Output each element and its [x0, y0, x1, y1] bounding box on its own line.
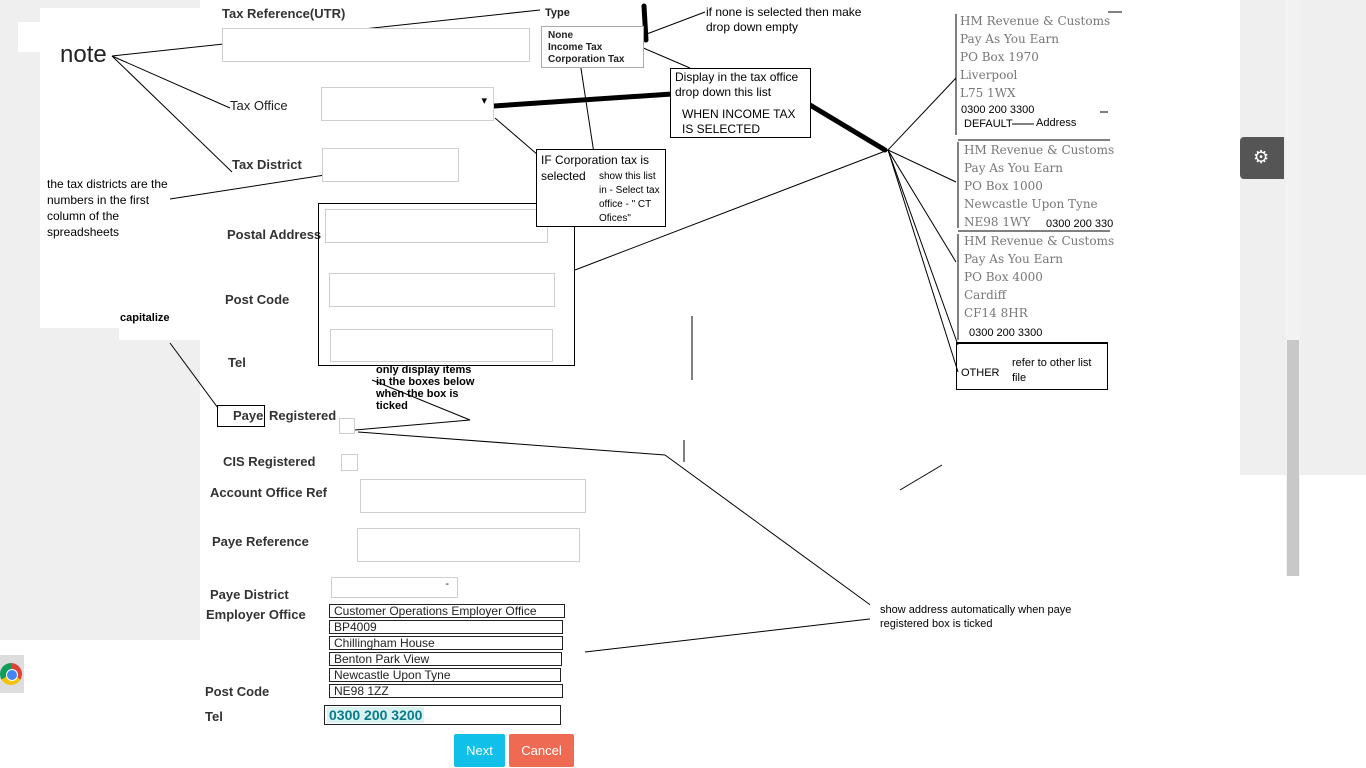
settings-button[interactable]: ⚙: [1240, 137, 1284, 179]
note-label: note: [60, 41, 107, 68]
display-list-box: Display in the tax office drop down this…: [670, 68, 811, 138]
chevron-down-icon: ▾: [481, 95, 487, 107]
employer-line-5: Newcastle Upon Tyne: [329, 668, 561, 682]
chrome-icon[interactable]: [0, 655, 24, 693]
type-title: Type: [545, 7, 570, 19]
tel-label: Tel: [228, 355, 246, 370]
employer-line-1: Customer Operations Employer Office: [329, 604, 565, 618]
paye-registered-label: Paye Registered: [217, 405, 336, 427]
post-code-label: Post Code: [225, 292, 290, 307]
account-office-ref-label: Account Office Ref: [210, 485, 328, 500]
right-white-area: [1240, 475, 1280, 575]
employer-post-code: NE98 1ZZ: [329, 684, 563, 698]
employer-tel-label: Tel: [205, 709, 223, 724]
tax-office-select[interactable]: ▾: [321, 87, 494, 121]
postal-address-box-outline: [318, 203, 575, 366]
type-box: None Income Tax Corporation Tax: [541, 26, 644, 68]
type-option-income[interactable]: Income Tax: [548, 42, 603, 53]
scrollbar-thumb[interactable]: [1287, 340, 1299, 576]
employer-tel: 0300 200 3200: [327, 707, 425, 723]
employer-office-label: Employer Office: [206, 607, 306, 622]
type-option-none[interactable]: None: [548, 30, 573, 41]
paye-reference-input[interactable]: [357, 528, 580, 562]
cis-registered-label: CIS Registered: [223, 454, 316, 469]
tax-reference-label: Tax Reference(UTR): [222, 6, 346, 21]
paye-reference-label: Paye Reference: [212, 534, 309, 549]
account-office-ref-input[interactable]: [360, 479, 586, 513]
if-corporation-box: IF Corporation tax is selected show this…: [536, 149, 666, 227]
tel-input[interactable]: [330, 329, 553, 362]
employer-line-2: BP4009: [329, 620, 563, 634]
postal-address-input[interactable]: [325, 209, 548, 243]
tax-district-label: Tax District: [232, 157, 302, 172]
capitalize-note: capitalize: [120, 312, 170, 324]
employer-line-4: Benton Park View: [329, 652, 562, 666]
postal-address-label: Postal Address: [227, 227, 322, 242]
paye-district-input[interactable]: -: [331, 577, 458, 598]
paye-label-rest: Registered: [265, 408, 337, 423]
post-code-input[interactable]: [329, 273, 555, 307]
gear-icon: ⚙: [1253, 147, 1270, 168]
show-address-note-bg: [870, 600, 1078, 700]
default-label: DEFAULT: [964, 118, 1013, 130]
other-label[interactable]: OTHER: [961, 367, 1000, 379]
tax-office-label: Tax Office: [230, 98, 288, 113]
capitalize-note-bg: [119, 312, 209, 340]
office-1-tel: 0300 200 3300: [961, 104, 1035, 116]
paye-boxed-label: Paye: [217, 405, 266, 427]
paye-district-dash: -: [445, 578, 449, 590]
right-gray-panel: [1240, 0, 1366, 475]
office-3-tel: 0300 200 3300: [969, 327, 1043, 339]
address-label: Address: [1036, 117, 1077, 129]
paye-district-label: Paye District: [210, 587, 289, 602]
tax-district-input[interactable]: [322, 148, 459, 182]
cis-registered-checkbox[interactable]: [341, 454, 358, 471]
employer-line-3: Chillingham House: [329, 636, 563, 650]
cancel-button[interactable]: Cancel: [509, 734, 574, 767]
employer-tel-box: 0300 200 3200: [324, 705, 561, 725]
bottom-white-area: [22, 640, 202, 768]
next-button[interactable]: Next: [454, 734, 505, 767]
type-option-corporation[interactable]: Corporation Tax: [548, 54, 625, 65]
tax-reference-input[interactable]: [222, 28, 530, 62]
employer-post-code-label: Post Code: [205, 684, 270, 699]
paye-registered-checkbox[interactable]: [339, 418, 355, 434]
white-note-area-2: [18, 22, 48, 52]
office-2-tel: 0300 200 330: [1046, 218, 1114, 230]
